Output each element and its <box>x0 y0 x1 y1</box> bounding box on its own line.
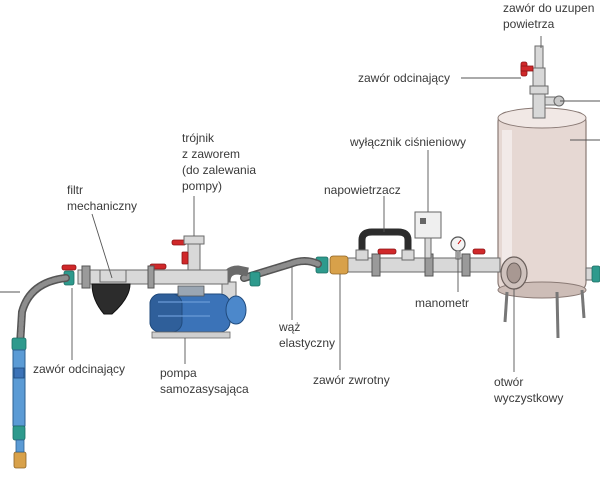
flexible-hose <box>240 257 322 287</box>
left-valve-handle <box>61 264 77 271</box>
pump-label-2: samozasysająca <box>160 382 249 396</box>
tee-label-1: trójnik <box>182 131 215 145</box>
check-valve-label: zawór zwrotny <box>313 373 390 387</box>
hose-label-1: wąż <box>278 320 300 334</box>
tee-label-2: z zaworem <box>182 147 240 161</box>
leader-lines <box>0 36 600 372</box>
pressure-switch <box>414 211 442 259</box>
filter-label-2: mechaniczny <box>67 199 137 213</box>
self-priming-pump <box>149 265 249 339</box>
labels: zawór do uzupen powietrza zawór odcinają… <box>33 1 594 405</box>
pump-label-1: pompa <box>160 366 197 380</box>
top-shutoff-label: zawór odcinający <box>358 71 450 85</box>
tank-outlet <box>585 265 600 283</box>
tee-label-3: (do zalewania <box>182 163 256 177</box>
aerator-label: napowietrzacz <box>324 183 401 197</box>
inspection-opening <box>500 256 528 290</box>
bottom-shutoff-label: zawór odcinający <box>33 362 125 376</box>
right-valve-handle <box>377 248 397 255</box>
filter-label-1: filtr <box>67 183 83 197</box>
air-valve-label-1: zawór do uzupen <box>503 1 594 15</box>
air-valve-assembly <box>520 45 565 119</box>
inspection-label-2: wyczystkowy <box>493 391 563 405</box>
suction-line <box>11 274 70 469</box>
mechanical-filter <box>91 269 131 315</box>
pipeline-left <box>61 263 229 289</box>
pressure-switch-label: wyłącznik ciśnieniowy <box>349 135 466 149</box>
air-valve-label-2: powietrza <box>503 17 555 31</box>
hose-label-2: elastyczny <box>279 336 335 350</box>
inspection-label-1: otwór <box>494 375 523 389</box>
pressure-tank <box>497 107 587 339</box>
priming-tee <box>171 235 205 277</box>
tee-label-4: pompy) <box>182 179 222 193</box>
manometer-label: manometr <box>415 296 469 310</box>
aerator <box>355 228 415 261</box>
